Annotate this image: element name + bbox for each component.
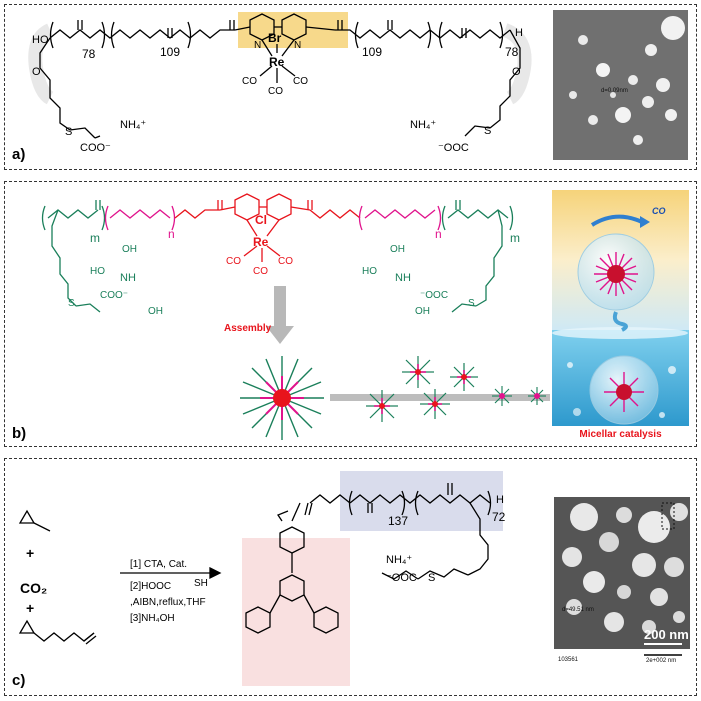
oh-2: OH <box>148 306 163 317</box>
carboxylate-b-right: ⁻OOC <box>420 290 448 301</box>
o-label-2: O <box>512 66 521 78</box>
plus-2: + <box>26 600 34 616</box>
tem-small-label: d=49.51 nm <box>562 607 594 613</box>
h-c-label: H <box>496 494 504 506</box>
assembly-arrow <box>266 286 294 344</box>
scale-bar-label: 200 nm <box>644 627 689 642</box>
subscript-109-right: 109 <box>362 45 382 59</box>
co2-label: CO₂ <box>20 580 47 596</box>
h-label: H <box>515 27 523 39</box>
micelle-small-3 <box>420 389 450 419</box>
amine-right: NH <box>395 272 411 284</box>
n-right: n <box>435 227 442 241</box>
backbone-shadow-left <box>28 23 54 105</box>
oh-1: OH <box>122 244 137 255</box>
panel-a <box>4 4 697 170</box>
s-label-right: S <box>484 125 491 137</box>
step2b-label: SH <box>194 578 208 589</box>
micelle-small-5 <box>492 386 512 406</box>
oh-3: OH <box>390 244 405 255</box>
s-b-left: S <box>68 298 75 309</box>
carboxylate-c: ⁻OOC <box>386 572 417 584</box>
panel-c-label: c) <box>12 672 26 689</box>
counterion-c: NH₄⁺ <box>386 554 412 566</box>
micelle-small-1 <box>366 390 398 422</box>
carboxylate-left: COO⁻ <box>80 142 111 154</box>
panel-b-structure: m n n m Cl Re CO CO CO OH HO NH OH COO⁻ … <box>41 193 550 440</box>
metal-label: Re <box>269 55 285 69</box>
tem-scale-text: 2e+002 nm <box>646 658 677 664</box>
tem-image-a: d=0.09nm <box>553 10 688 160</box>
micellar-catalysis-caption: Micellar catalysis <box>579 429 662 440</box>
co-b-1: CO <box>226 256 241 267</box>
m-left: m <box>90 231 100 245</box>
metal-b: Re <box>253 235 269 249</box>
large-micelle <box>240 356 324 440</box>
co-b-2: CO <box>278 256 293 267</box>
step2-label: [2]HOOC <box>130 581 171 592</box>
s-c-label: S <box>428 572 435 584</box>
ho-label: HO <box>32 34 49 46</box>
s-label-left: S <box>65 126 72 138</box>
plus-1: + <box>26 545 34 561</box>
tem-scale-a: d=0.09nm <box>601 88 628 94</box>
subscript-109-left: 109 <box>160 45 180 59</box>
co-label-1: CO <box>242 76 257 87</box>
panel-a-label: a) <box>12 146 26 163</box>
n-label-2: N <box>294 40 301 51</box>
micelle-arrow <box>330 394 550 401</box>
tem-particles-c <box>554 497 690 667</box>
step1-label: [1] CTA, Cat. <box>130 559 187 570</box>
subscript-78-left: 78 <box>82 47 96 61</box>
panel-b <box>4 181 697 447</box>
assembly-label: Assembly <box>224 323 272 334</box>
backbone-shadow-right <box>502 23 532 105</box>
counterion-left: NH₄⁺ <box>120 119 146 131</box>
illustration-art <box>552 190 689 443</box>
co-label-2: CO <box>293 76 308 87</box>
co-b-3: CO <box>253 266 268 277</box>
s-b-right: S <box>468 298 475 309</box>
step3-label: [3]NH₄OH <box>130 613 175 624</box>
backbone-highlight <box>340 471 503 531</box>
tem-particles-a <box>553 10 688 160</box>
n-label-1: N <box>254 40 261 51</box>
o-label-1: O <box>32 66 41 78</box>
micelle-small-4 <box>450 363 478 391</box>
panel-b-label: b) <box>12 425 27 442</box>
subscript-137: 137 <box>388 514 408 528</box>
m-right: m <box>510 231 520 245</box>
terpyridine-highlight <box>242 538 350 686</box>
ho-2: HO <box>362 266 377 277</box>
panel-c <box>4 458 697 696</box>
halide-label: Br <box>268 31 282 45</box>
carboxylate-b-left: COO⁻ <box>100 290 128 301</box>
counterion-right: NH₄⁺ <box>410 119 436 131</box>
carboxylate-right: ⁻OOC <box>438 142 469 154</box>
subscript-72: 72 <box>492 510 506 524</box>
subscript-78-right: 78 <box>505 45 519 59</box>
panel-c-structure: + CO₂ + [1] CTA, Cat. [2]HOOC SH ,AIBN,r… <box>18 471 506 686</box>
tem-id-label: 103561 <box>558 657 579 663</box>
tem-image-c: d=49.51 nm 200 nm 103561 2e+002 nm <box>554 497 690 667</box>
n-left: n <box>168 227 175 241</box>
oh-4: OH <box>415 306 430 317</box>
step2c-label: ,AIBN,reflux,THF <box>130 597 206 608</box>
micelle-small-6 <box>528 387 546 405</box>
halide-b: Cl <box>255 213 267 227</box>
bubble-co-label: CO <box>652 206 666 216</box>
micelle-small-2 <box>402 356 434 388</box>
ho-1: HO <box>90 266 105 277</box>
co-label-3: CO <box>268 86 283 97</box>
micellar-catalysis-illustration: CO Micellar catalysis <box>552 190 689 443</box>
panel-a-structure: HO O O 78 109 109 78 H N N Br Re CO CO C… <box>28 12 532 154</box>
amine-left: NH <box>120 272 136 284</box>
